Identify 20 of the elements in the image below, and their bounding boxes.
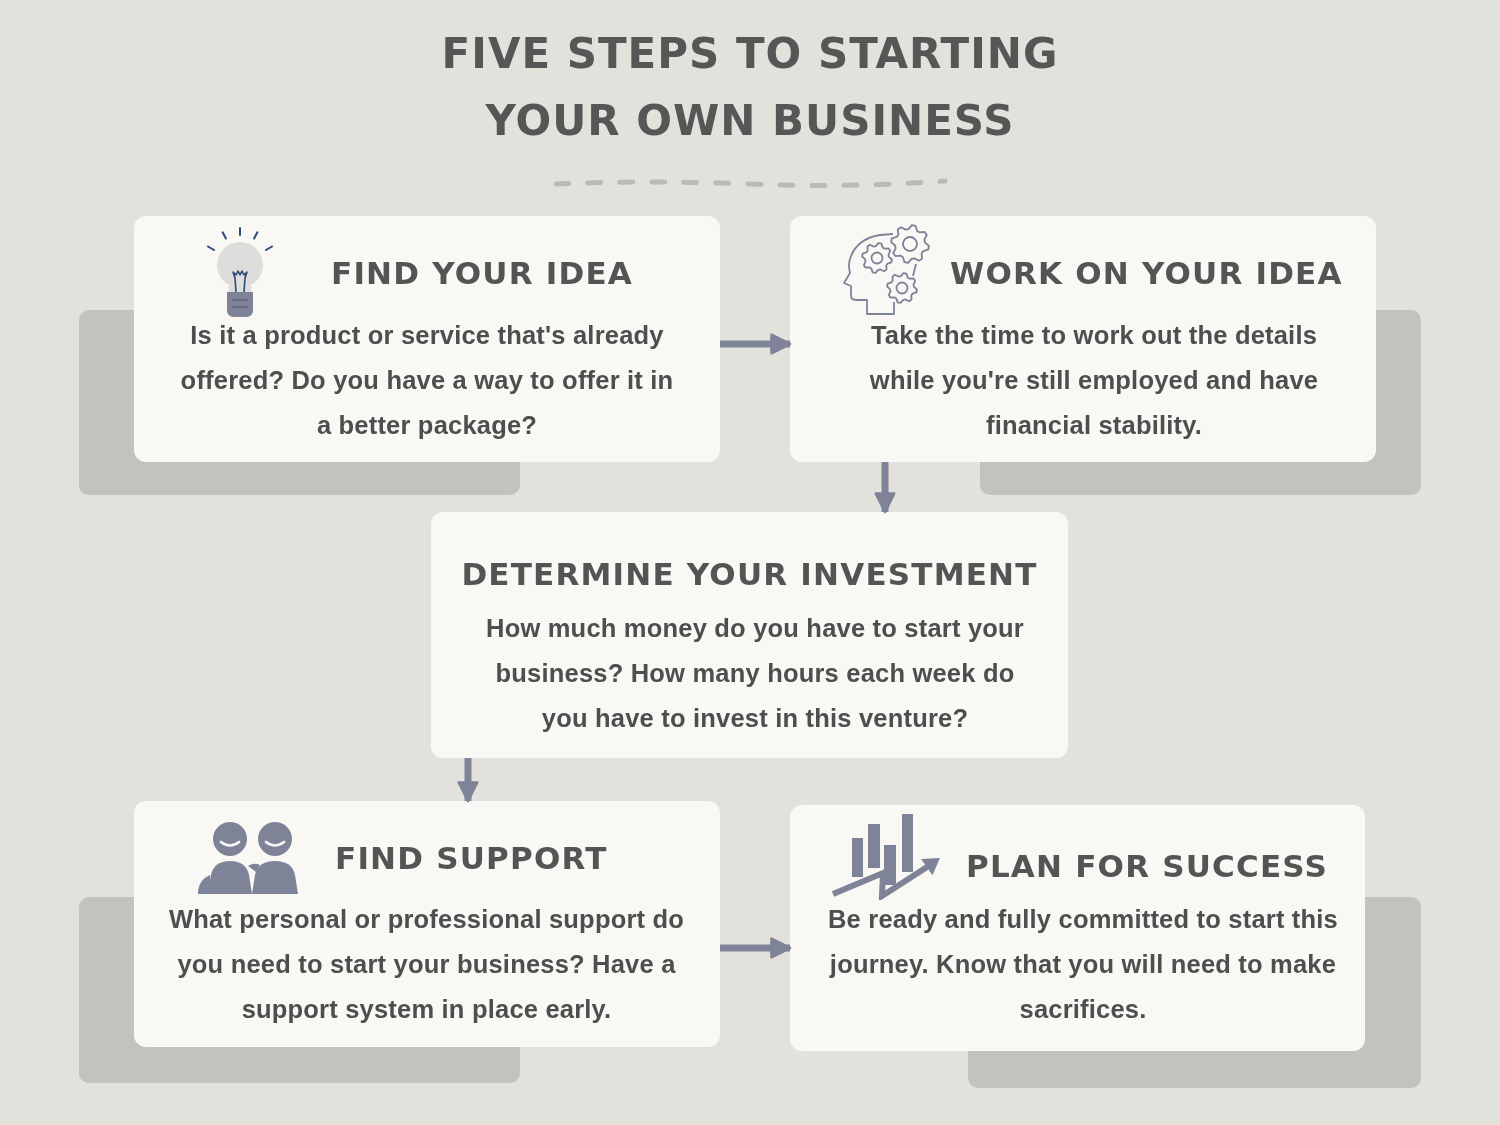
step-description: What personal or professional support do you need to start your business? Have a support system in place early. xyxy=(167,904,686,1025)
step-heading: PLAN FOR SUCCESS xyxy=(966,847,1329,886)
step-heading: WORK ON YOUR IDEA xyxy=(950,254,1343,293)
step-description: Take the time to work out the details while you're still employed and have financial stability. xyxy=(868,320,1320,441)
arrow xyxy=(457,758,479,803)
step-card xyxy=(431,512,1068,758)
step-description: Is it a product or service that's already offered? Do you have a way to offer it in a better package? xyxy=(179,320,675,441)
arrow xyxy=(720,333,792,355)
arrow xyxy=(874,462,896,514)
step-heading: FIND SUPPORT xyxy=(335,839,608,878)
step-card xyxy=(134,216,720,462)
step-card xyxy=(790,216,1376,462)
step-card xyxy=(134,801,720,1047)
step-description: How much money do you have to start your business? How many hours each week do you have to invest in this venture? xyxy=(485,613,1025,734)
step-heading: DETERMINE YOUR INVESTMENT xyxy=(460,555,1039,594)
title: FIVE STEPS TO STARTING YOUR OWN BUSINESS xyxy=(440,28,1060,147)
step-card xyxy=(790,805,1365,1051)
arrow xyxy=(720,937,792,959)
step-description: Be ready and fully committed to start this journey. Know that you will need to make sacrifices. xyxy=(827,904,1339,1025)
step-heading: FIND YOUR IDEA xyxy=(331,254,633,293)
